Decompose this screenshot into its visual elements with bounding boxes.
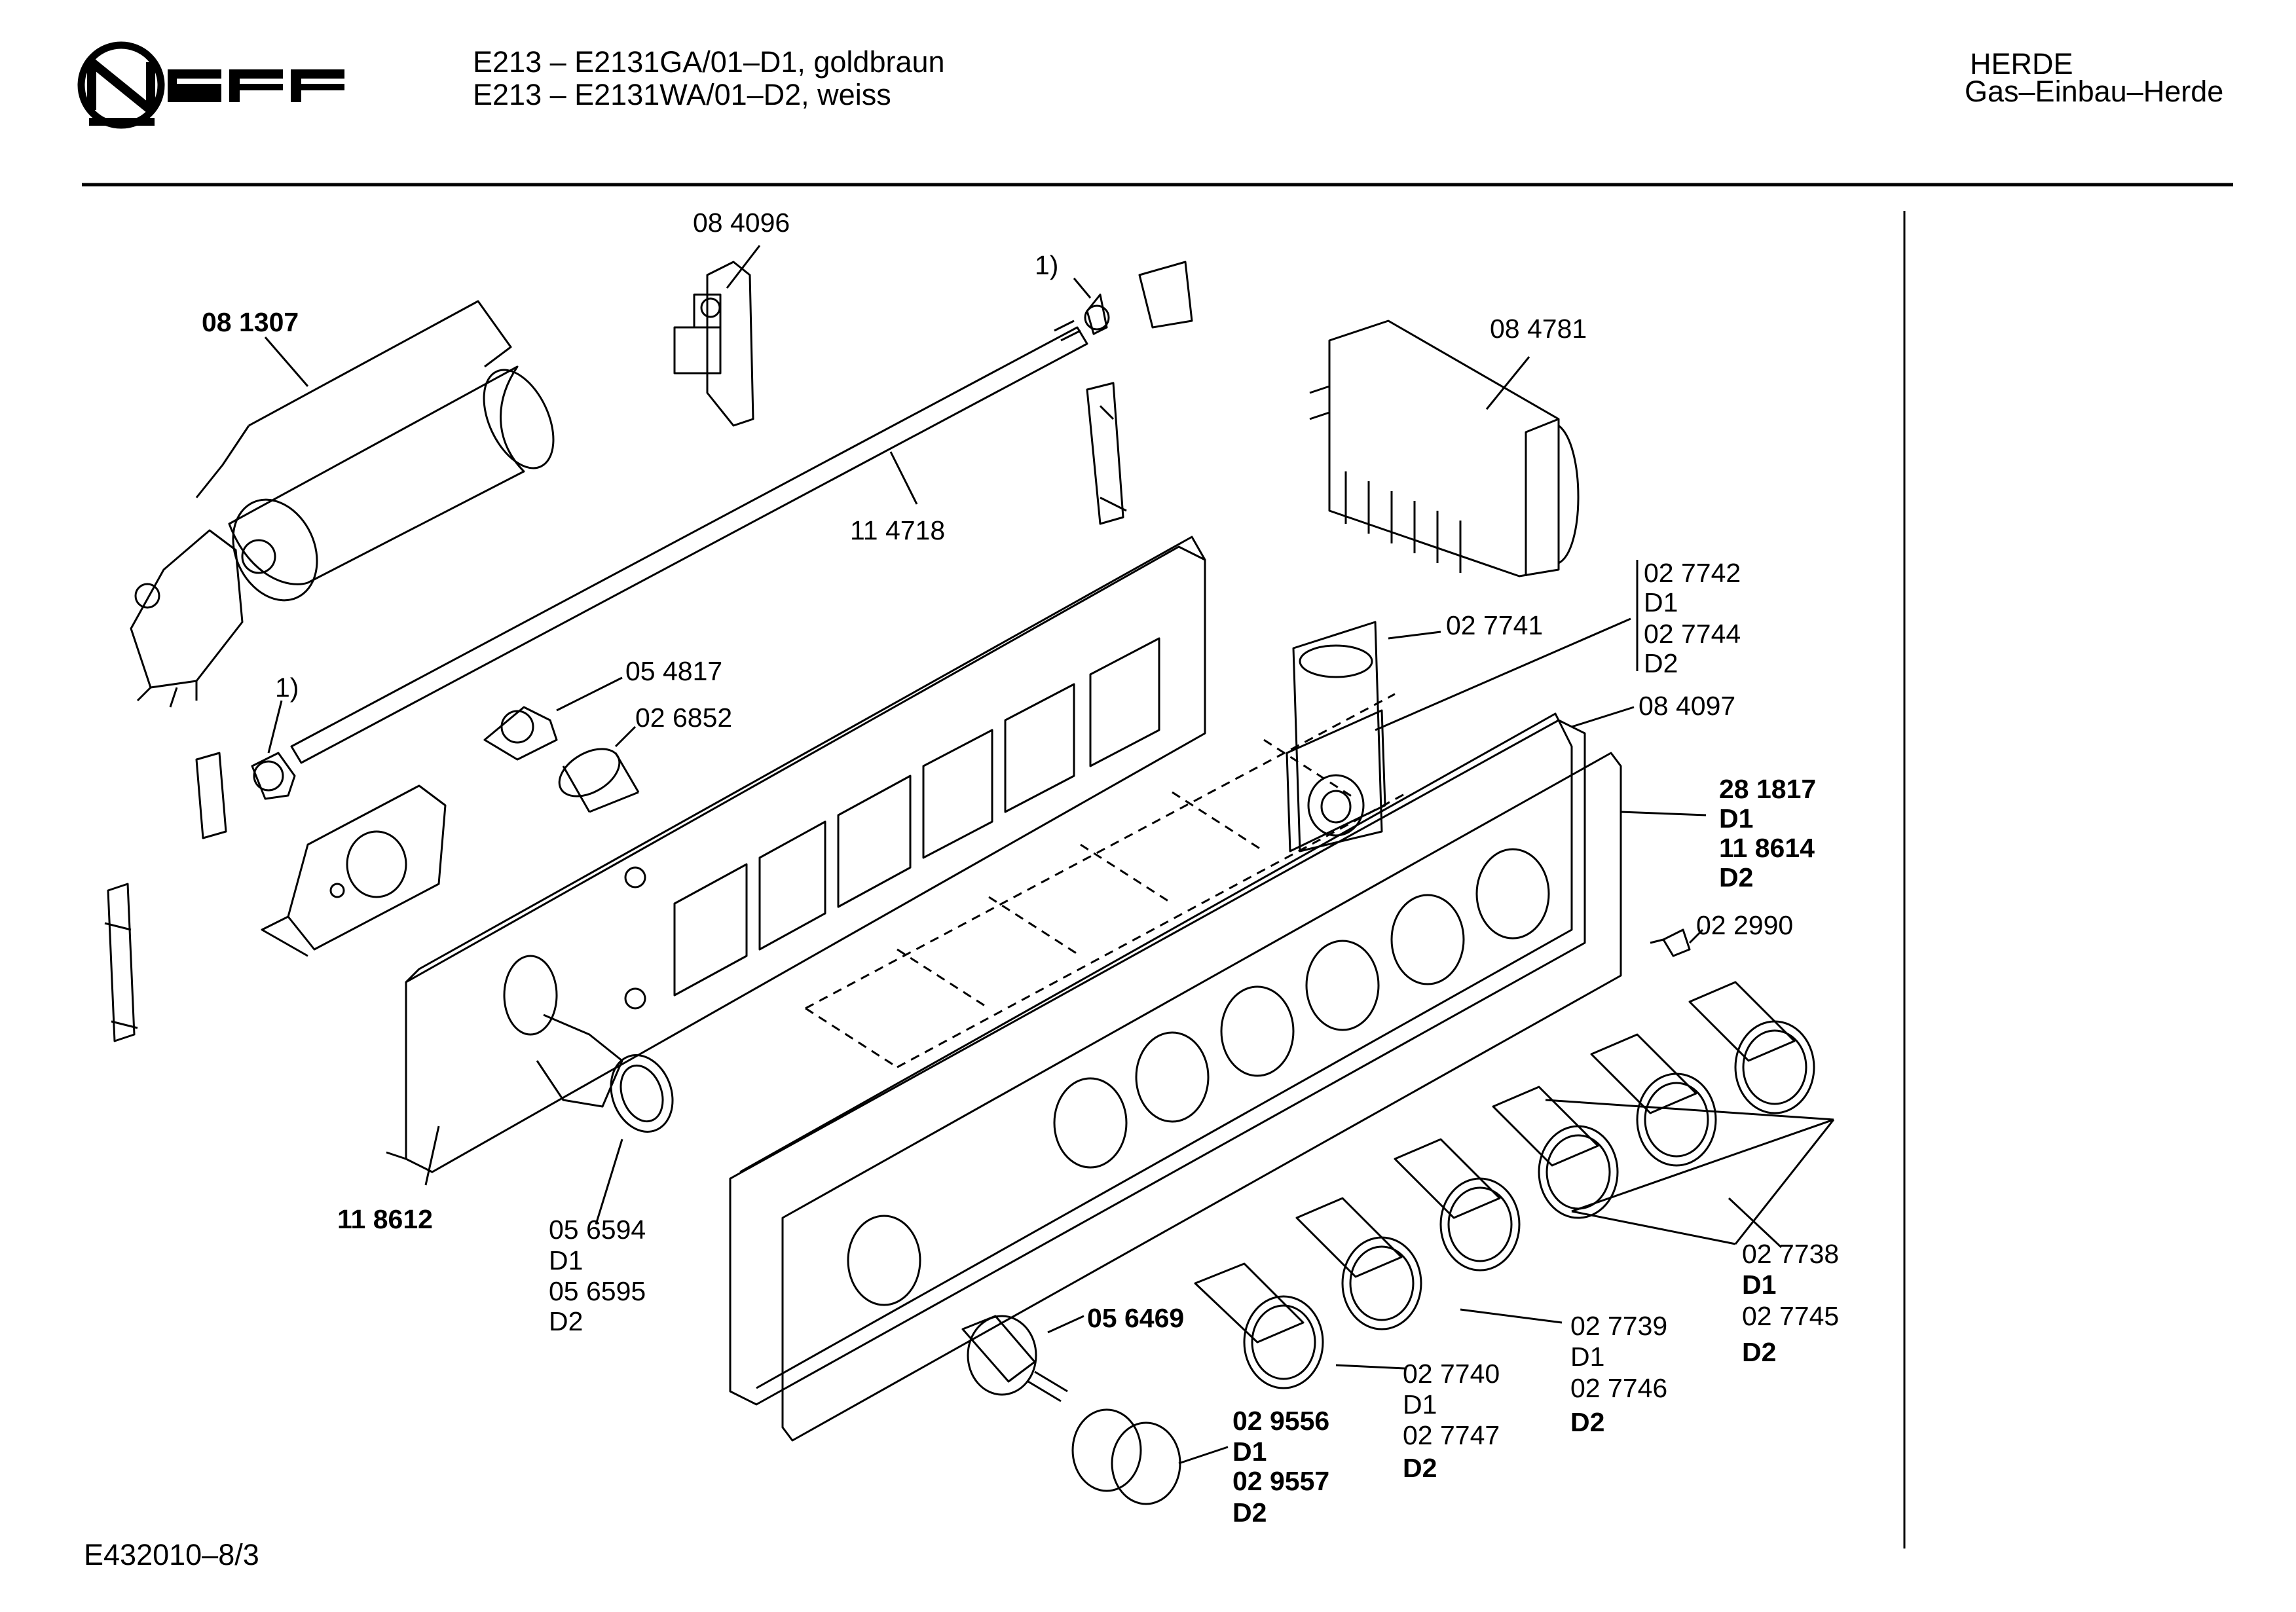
label-027741: 02 7741 bbox=[1446, 610, 1544, 640]
control-panel-part bbox=[729, 712, 1622, 1442]
label-027738-variant: D1 bbox=[1742, 1270, 1777, 1300]
label-029557: 02 9557 bbox=[1232, 1466, 1330, 1496]
clip-part bbox=[1650, 928, 1691, 957]
category-title: HERDE bbox=[1970, 47, 2073, 81]
label-084096: 08 4096 bbox=[693, 208, 790, 238]
label-281817-variant: D1 bbox=[1719, 803, 1754, 833]
label-027740: 02 7740 bbox=[1403, 1359, 1500, 1389]
switch-plate-part bbox=[1286, 621, 1386, 852]
label-056594: 05 6594 bbox=[549, 1215, 646, 1245]
bracket-top bbox=[1084, 261, 1193, 525]
label-056594-variant: D1 bbox=[549, 1245, 583, 1275]
leader-084096 bbox=[726, 245, 761, 289]
label-022990: 02 2990 bbox=[1696, 910, 1794, 940]
label-027742-variant: D1 bbox=[1644, 587, 1678, 617]
label-026852: 02 6852 bbox=[635, 703, 733, 733]
leader-note1-left bbox=[267, 700, 283, 754]
label-027744: 02 7744 bbox=[1644, 619, 1741, 649]
label-084781: 08 4781 bbox=[1490, 314, 1587, 344]
leader-056469 bbox=[1047, 1315, 1084, 1334]
leader-118612 bbox=[424, 1126, 440, 1186]
label-029556: 02 9556 bbox=[1232, 1406, 1330, 1436]
label-118612: 11 8612 bbox=[337, 1204, 433, 1234]
leader-029556 bbox=[1178, 1446, 1229, 1465]
model-line-2: E213 – E2131WA/01–D2, weiss bbox=[473, 78, 891, 111]
leader-084781 bbox=[1485, 356, 1530, 410]
label-056595: 05 6595 bbox=[549, 1276, 646, 1306]
category-subtitle: Gas–Einbau–Herde bbox=[1965, 75, 2224, 108]
lamp-socket-part bbox=[483, 706, 640, 813]
label-029557-variant: D2 bbox=[1232, 1497, 1267, 1528]
label-027747-variant: D2 bbox=[1403, 1453, 1437, 1483]
label-027740-variant: D1 bbox=[1403, 1389, 1437, 1420]
label-027746: 02 7746 bbox=[1570, 1373, 1668, 1403]
control-knobs bbox=[1194, 981, 1835, 1389]
leader-note1-top bbox=[1073, 278, 1092, 299]
neff-logo bbox=[77, 41, 344, 129]
label-056595-variant: D2 bbox=[549, 1306, 583, 1336]
front-plate-part bbox=[386, 536, 1206, 1173]
label-056469: 05 6469 bbox=[1087, 1303, 1185, 1333]
label-054817: 05 4817 bbox=[625, 656, 723, 686]
label-081307: 08 1307 bbox=[202, 307, 299, 337]
rotary-knob-part bbox=[961, 1315, 1068, 1402]
mounting-plate-part bbox=[261, 784, 447, 957]
label-118614: 11 8614 bbox=[1719, 833, 1815, 863]
leader-027741 bbox=[1388, 631, 1441, 640]
leader-114718 bbox=[889, 451, 918, 505]
label-118614-variant: D2 bbox=[1719, 862, 1754, 892]
label-281817: 28 1817 bbox=[1719, 774, 1817, 804]
bracket-left bbox=[104, 752, 296, 1042]
label-note1-left: 1) bbox=[275, 672, 299, 703]
leader-056594 bbox=[595, 1139, 623, 1225]
label-029556-variant: D1 bbox=[1232, 1437, 1267, 1467]
ref-line-top bbox=[1375, 617, 1631, 731]
leader-081307 bbox=[264, 337, 309, 387]
leader-084097 bbox=[1571, 706, 1635, 728]
leader-027738 bbox=[1728, 1197, 1783, 1249]
leader-054817 bbox=[556, 676, 623, 712]
leader-027739 bbox=[1460, 1308, 1563, 1324]
label-027744-variant: D2 bbox=[1644, 648, 1678, 678]
label-027739: 02 7739 bbox=[1570, 1311, 1668, 1341]
label-027746-variant: D2 bbox=[1570, 1407, 1605, 1437]
model-line-1: E213 – E2131GA/01–D1, goldbraun bbox=[473, 45, 945, 79]
label-027742: 02 7742 bbox=[1644, 558, 1741, 588]
label-027739-variant: D1 bbox=[1570, 1342, 1605, 1372]
leader-026852 bbox=[614, 725, 637, 748]
dashed-template bbox=[805, 693, 1409, 1069]
label-027738: 02 7738 bbox=[1742, 1239, 1840, 1269]
label-027745-variant: D2 bbox=[1742, 1337, 1777, 1367]
lamp-housing-part bbox=[130, 300, 555, 708]
tube-part bbox=[290, 320, 1088, 764]
leader-027740 bbox=[1335, 1364, 1405, 1370]
cap-part bbox=[1071, 1408, 1181, 1505]
leader-281817 bbox=[1620, 811, 1707, 816]
label-note1-top: 1) bbox=[1035, 250, 1059, 280]
document-code: E432010–8/3 bbox=[84, 1538, 259, 1571]
label-114718: 11 4718 bbox=[850, 515, 946, 545]
label-027747: 02 7747 bbox=[1403, 1420, 1500, 1450]
switch-part bbox=[673, 261, 754, 427]
label-027745: 02 7745 bbox=[1742, 1301, 1840, 1331]
leader-022990 bbox=[1688, 928, 1704, 944]
timer-module-part bbox=[1309, 320, 1580, 577]
label-084097: 08 4097 bbox=[1639, 691, 1736, 721]
knob-sleeve-part bbox=[503, 955, 674, 1133]
